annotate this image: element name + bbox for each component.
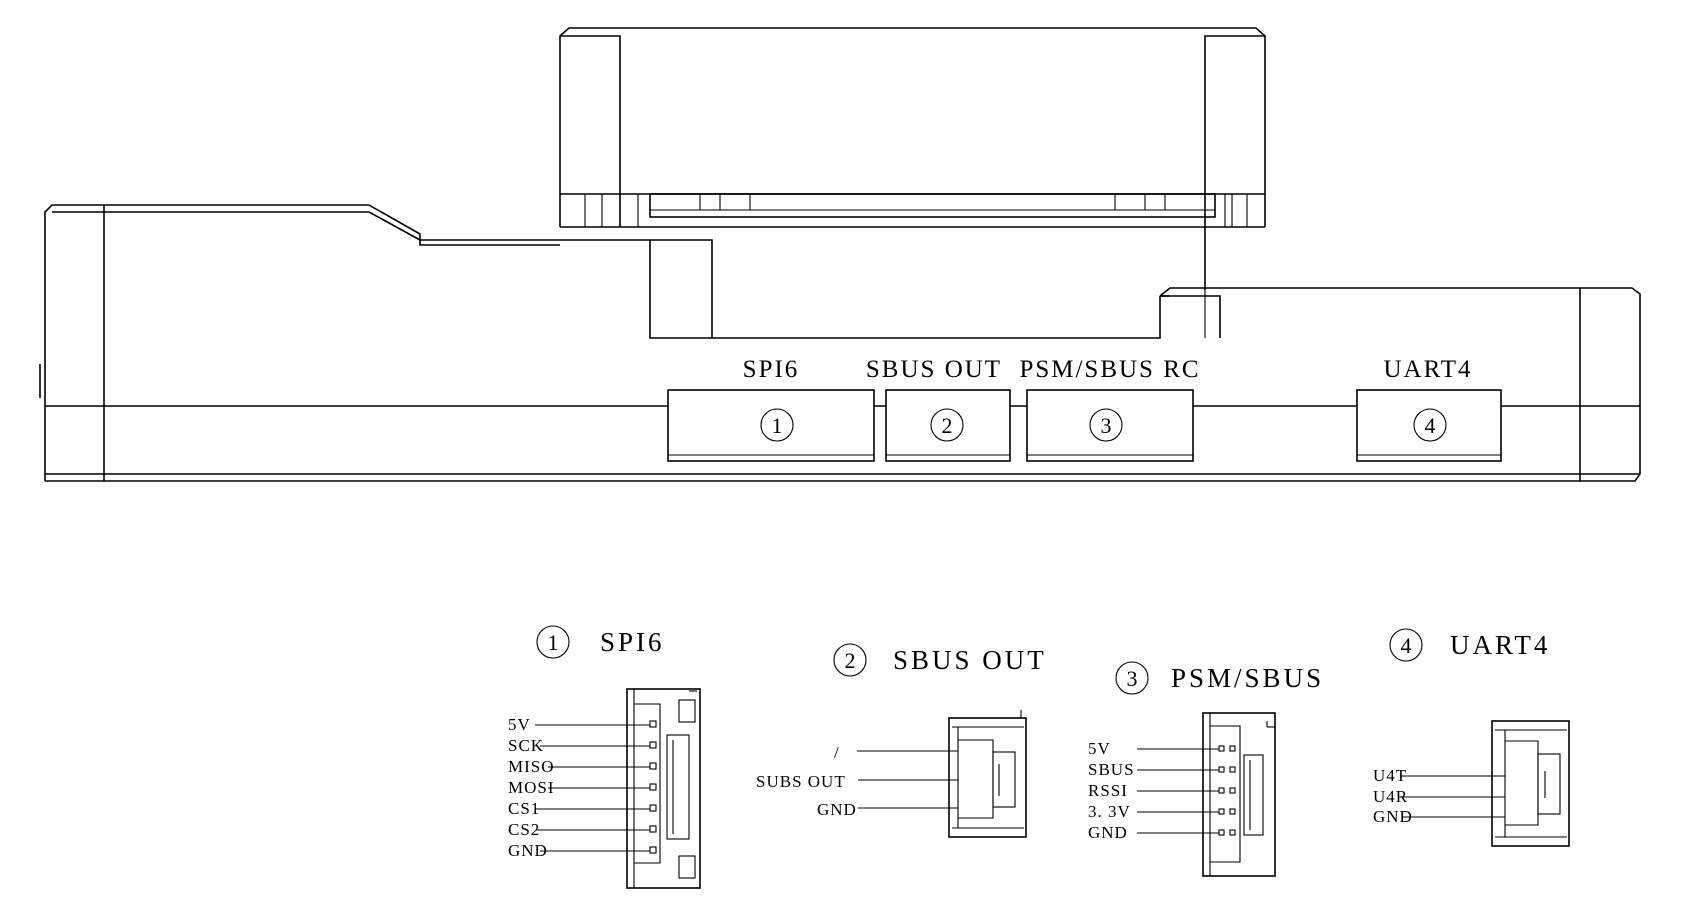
pinout-title: SBUS OUT xyxy=(893,645,1047,675)
port-labels: SPI6 SBUS OUT PSM/SBUS RC UART4 xyxy=(743,356,1472,383)
port-number-2: 2 xyxy=(930,408,964,442)
pin-label: CS1 xyxy=(508,799,540,818)
connector-body xyxy=(1202,712,1276,877)
pin-list: 5V SBUS RSSI 3. 3V GND xyxy=(1088,739,1236,842)
pin-label: MISO xyxy=(508,757,555,776)
connector-body xyxy=(1491,720,1570,847)
pinout-number: 2 xyxy=(845,648,856,673)
pinout-title: UART4 xyxy=(1450,630,1550,660)
pin-label: GND xyxy=(508,841,548,860)
port-label-sbus-out: SBUS OUT xyxy=(866,356,1002,383)
pin-label: SCK xyxy=(508,736,544,755)
port-numbers: 1 2 3 4 xyxy=(760,408,1447,442)
pin-label: CS2 xyxy=(508,820,540,839)
pin-label: GND xyxy=(1088,823,1128,842)
port-label-psm-sbus-rc: PSM/SBUS RC xyxy=(1019,356,1200,383)
port-number-1: 1 xyxy=(760,408,794,442)
pin-list: / SUBS OUT GND xyxy=(756,743,958,819)
svg-text:4: 4 xyxy=(1425,413,1436,438)
pin-label: 5V xyxy=(508,715,531,734)
pinout-number-circle xyxy=(833,643,867,677)
pinout-title: SPI6 xyxy=(600,627,665,657)
pinout-title: PSM/SBUS xyxy=(1171,663,1324,693)
pin-label: 3. 3V xyxy=(1088,802,1131,821)
pinout-number: 3 xyxy=(1127,666,1138,691)
pin-label: U4T xyxy=(1373,766,1407,785)
port-label-uart4: UART4 xyxy=(1383,356,1472,383)
pin-list: 5V SCK MISO MOSI CS1 CS2 GND xyxy=(508,715,657,860)
pinout-psm-sbus: 3 PSM/SBUS 5V SBUS RSSI 3. 3V GND xyxy=(1088,661,1324,877)
port-number-3: 3 xyxy=(1089,408,1123,442)
pinout-uart4: 4 UART4 U4T U4R GND xyxy=(1373,628,1570,847)
pinout-spi6: 1 SPI6 5V SCK MISO MOSI CS1 CS2 GND xyxy=(508,625,701,889)
pin-label: RSSI xyxy=(1088,781,1128,800)
pin-label: 5V xyxy=(1088,739,1111,758)
pin-label: GND xyxy=(817,800,857,819)
pinout-number-circle xyxy=(1389,628,1423,662)
pinout-sbus-out: 2 SBUS OUT / SUBS OUT GND xyxy=(756,643,1047,838)
port-spi6-socket xyxy=(667,389,875,462)
port-number-4: 4 xyxy=(1413,408,1447,442)
port-sbus-out-socket xyxy=(885,389,1011,462)
svg-text:3: 3 xyxy=(1101,413,1112,438)
pinout-number-circle xyxy=(1115,661,1149,695)
connector-body xyxy=(948,710,1027,838)
pin-label: U4R xyxy=(1373,787,1408,806)
svg-text:1: 1 xyxy=(772,413,783,438)
port-psm-sbus-rc-socket xyxy=(1026,389,1194,462)
pin-label: GND xyxy=(1373,807,1413,826)
svg-text:2: 2 xyxy=(942,413,953,438)
enclosure-side-view xyxy=(39,27,1641,482)
port-label-spi6: SPI6 xyxy=(743,356,800,383)
pinout-number: 4 xyxy=(1401,633,1412,658)
pin-label: / xyxy=(834,743,840,762)
port-uart4-socket xyxy=(1356,389,1502,462)
pin-label: MOSI xyxy=(508,778,555,797)
pin-label: SUBS OUT xyxy=(756,772,846,791)
pinout-number-circle xyxy=(536,625,570,659)
pinout-number: 1 xyxy=(548,630,559,655)
pin-list: U4T U4R GND xyxy=(1373,766,1505,826)
pin-label: SBUS xyxy=(1088,760,1135,779)
